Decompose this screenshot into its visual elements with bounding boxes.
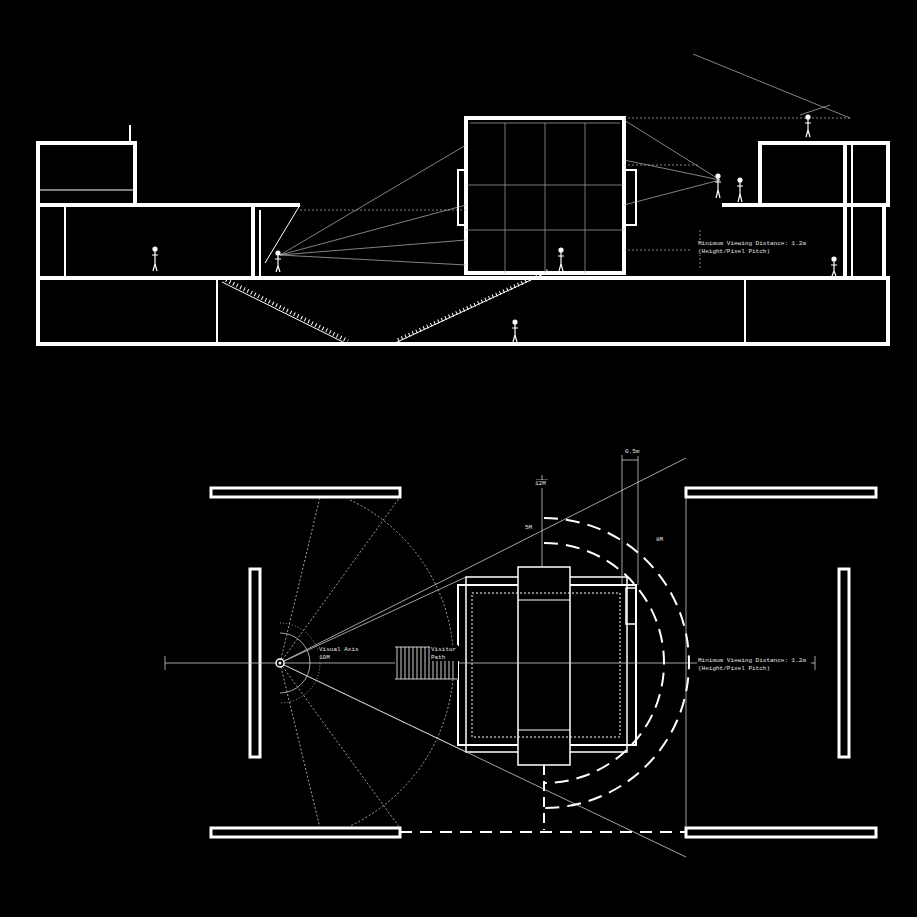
view-cone — [280, 497, 400, 828]
wall — [211, 488, 400, 497]
plan-cube — [458, 567, 636, 765]
section-stairs — [222, 205, 550, 343]
left-column — [65, 205, 260, 277]
wall — [211, 828, 400, 837]
cube-panel — [626, 588, 636, 624]
plan-sightlines — [165, 455, 815, 857]
person-figure — [558, 248, 564, 271]
min-distance-line — [686, 497, 687, 828]
right-wall — [845, 143, 884, 277]
person-figure — [805, 115, 811, 137]
cube-detail — [518, 600, 570, 730]
cube-panel — [458, 170, 466, 225]
person-figure — [275, 251, 281, 272]
drawing-annotation: 12M — [534, 480, 556, 488]
dimension-guide — [624, 230, 700, 270]
sight-line — [280, 145, 466, 265]
person-figure — [512, 320, 518, 342]
human-figures — [152, 115, 837, 342]
stair-steps — [398, 270, 550, 340]
dashed-guide — [543, 765, 545, 830]
person-figure — [737, 178, 743, 202]
section-structure — [38, 118, 888, 344]
sight-line — [280, 458, 686, 857]
pavilion-line — [40, 190, 133, 191]
cube-panel — [518, 567, 570, 765]
dimension-line — [622, 455, 638, 585]
dimension-line — [542, 475, 543, 567]
viewpoint — [276, 659, 284, 667]
drawing-annotation: Minimum Viewing Distance: 1.2m (Height/P… — [697, 240, 811, 255]
stair — [222, 282, 345, 343]
viewing-arc — [544, 543, 664, 783]
drawing-annotation: 0.5m — [624, 448, 648, 456]
mast — [129, 125, 131, 143]
cube-grid — [466, 123, 624, 273]
sight-line — [624, 120, 720, 205]
view-cone — [280, 497, 320, 828]
plan-arcs — [544, 518, 689, 830]
stair-steps — [226, 280, 348, 341]
person-figure — [831, 257, 837, 276]
wall — [686, 828, 876, 837]
drawing-annotation: Visitor Path — [430, 646, 462, 661]
wall — [686, 488, 876, 497]
dashed-guide — [300, 118, 850, 210]
lower-wall — [217, 278, 745, 344]
viewpoint-dot — [279, 662, 282, 665]
cube-inner — [472, 593, 620, 737]
viewpoint-marker — [276, 659, 284, 667]
drawing-annotation: Minimum Viewing Distance: 1.2m (Height/P… — [697, 657, 811, 672]
left-wall — [38, 205, 253, 277]
right-column — [851, 143, 853, 277]
person-figure — [715, 174, 721, 198]
left-pavilion — [38, 143, 135, 205]
person-figure — [152, 247, 158, 271]
display-cube — [466, 118, 624, 273]
sight-line — [693, 54, 850, 118]
wall — [839, 569, 849, 757]
dashed-boundary — [400, 831, 686, 833]
section-sightlines — [280, 54, 850, 270]
angle-arc — [280, 623, 320, 703]
viewing-arc — [544, 518, 689, 808]
cube-panel — [624, 170, 636, 225]
sight-line — [280, 577, 466, 752]
drawing-annotation: Visual Axis 10M — [318, 646, 366, 661]
right-pavilion — [760, 143, 888, 205]
drawing-annotation: 8M — [655, 536, 671, 544]
drawing-annotation: 5M — [524, 524, 540, 532]
plan-walls — [211, 488, 876, 837]
